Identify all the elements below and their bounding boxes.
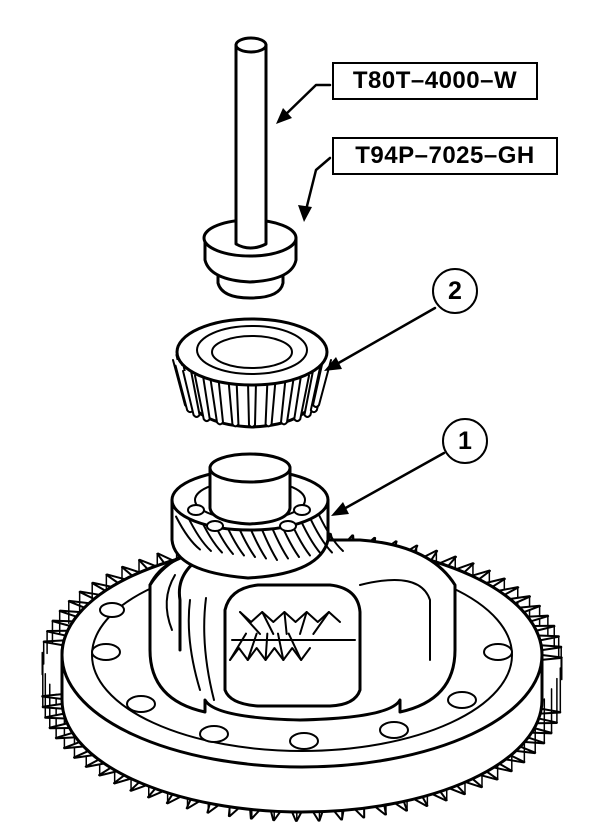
- bearing-roller: [227, 380, 240, 428]
- bearing-roller: [293, 374, 311, 423]
- case-right-shoulder: [359, 579, 431, 661]
- helical-tooth-line: [175, 515, 201, 551]
- leader-arrow-item-2: [333, 306, 437, 367]
- bevel-gear-tooth-line: [261, 611, 275, 635]
- bearing-roller: [182, 370, 201, 418]
- bearing-roller: [209, 378, 224, 426]
- bolt-hole: [99, 602, 125, 618]
- case-window: [223, 583, 362, 708]
- differential-gears: [229, 611, 356, 661]
- callout-item-1: 1: [442, 418, 488, 464]
- bolt-hole: [199, 725, 229, 743]
- helical-tooth-line: [318, 514, 344, 552]
- leader-arrow-tool-1: [280, 83, 332, 120]
- handle-tip: [234, 36, 268, 54]
- bolt-hole: [289, 732, 319, 750]
- gear-tooth: [537, 634, 560, 642]
- bevel-gear-tooth-line: [264, 632, 269, 661]
- case-hub: [170, 452, 344, 580]
- bolt-holes: [91, 602, 513, 750]
- bevel-gear-tooth-line: [287, 632, 303, 661]
- bolt-hole: [483, 643, 513, 661]
- leader-arrows: [276, 83, 446, 516]
- bearing-roller: [280, 378, 295, 426]
- bearing-roller: [247, 381, 257, 428]
- bearing-roller: [312, 359, 332, 408]
- bolt-hole: [447, 691, 477, 709]
- callout-item-2: 2: [432, 268, 478, 314]
- tool-label-t80t: T80T–4000–W: [332, 62, 538, 100]
- bearing-bore: [211, 335, 293, 369]
- bearing-journal-top: [208, 452, 292, 484]
- hub-holes: [187, 504, 311, 532]
- side-gear-upper: [239, 611, 341, 635]
- bearing-roller: [193, 374, 211, 423]
- bearing-roller: [264, 380, 277, 428]
- bevel-gear-tooth-line: [312, 611, 330, 635]
- side-gear-lower: [229, 632, 311, 661]
- bevel-gear-tooth-line: [299, 611, 308, 635]
- bolt-hole: [91, 643, 121, 661]
- leader-arrow-tool-2: [304, 156, 332, 212]
- bolt-hole: [126, 695, 156, 713]
- leader-arrow-item-1: [340, 451, 446, 512]
- bevel-gear-tooth-line: [283, 611, 288, 635]
- case-left-lobe: [165, 574, 176, 631]
- bearing-journal: [208, 466, 292, 526]
- bevel-gear-teeth: [239, 611, 341, 623]
- bevel-gear-teeth: [229, 647, 311, 661]
- tapered-roller-bearing: [172, 317, 332, 429]
- bevel-gear-tooth-line: [239, 611, 261, 635]
- driver-handle: [234, 36, 268, 250]
- bevel-gear-tooth-line: [246, 632, 258, 661]
- gear-tooth: [41, 693, 64, 700]
- handle-shaft: [234, 43, 268, 250]
- bearing-rollers: [172, 359, 332, 428]
- bevel-gear-tooth-line: [229, 632, 247, 661]
- bolt-hole: [379, 721, 409, 739]
- tool-label-t94p: T94P–7025–GH: [332, 137, 558, 175]
- bevel-gear-tooth-line: [277, 632, 285, 661]
